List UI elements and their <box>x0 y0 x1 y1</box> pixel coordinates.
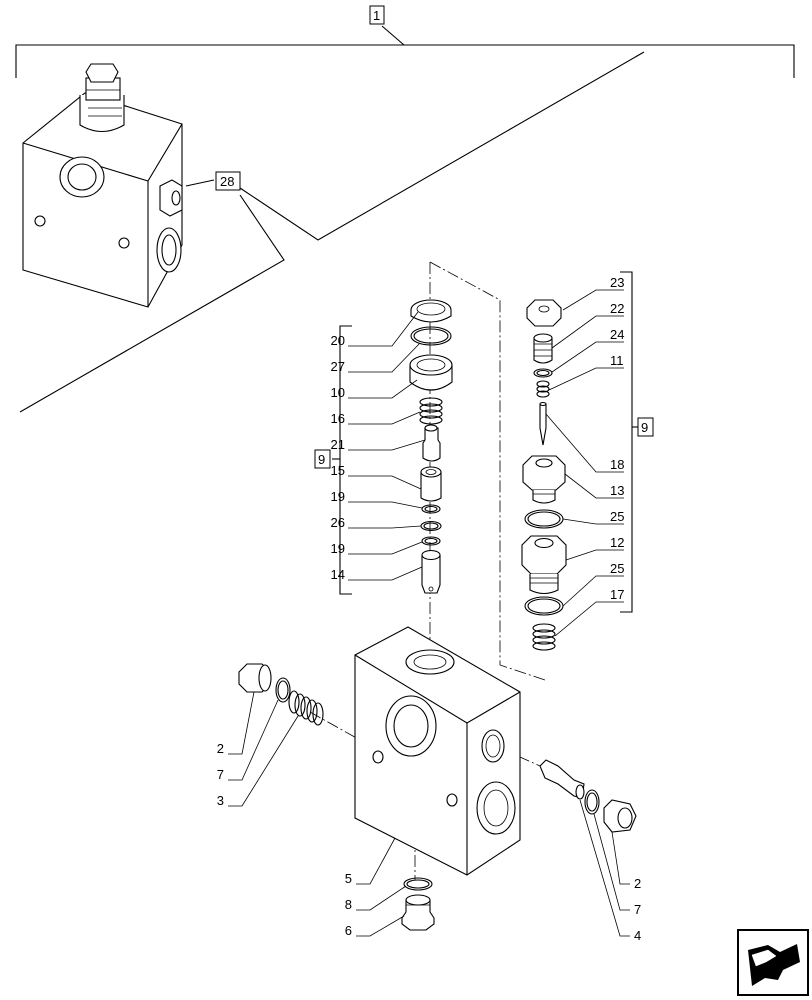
left-kit-bracket <box>332 325 352 595</box>
svg-text:9: 9 <box>641 420 648 435</box>
callout-5[interactable]: 5 <box>345 871 352 886</box>
part-25-o-ring-upper <box>524 509 564 529</box>
next-page-arrow-icon[interactable] <box>737 929 809 996</box>
callout-2-right[interactable]: 2 <box>634 876 641 891</box>
part-7-o-ring-right <box>584 789 600 815</box>
part-3-spring <box>288 690 324 726</box>
part-11-spring <box>536 380 550 398</box>
callout-25-lower[interactable]: 25 <box>610 561 624 576</box>
callout-24[interactable]: 24 <box>610 327 624 342</box>
part-19-ring-lower <box>421 536 441 546</box>
callout-25-upper[interactable]: 25 <box>610 509 624 524</box>
right-kit-ref-box[interactable]: 9 <box>637 417 654 437</box>
part-14-poppet <box>421 549 441 594</box>
callout-7-left[interactable]: 7 <box>217 767 224 782</box>
callout-leaders <box>228 289 630 937</box>
part-12-fitting <box>521 535 567 595</box>
callout-18[interactable]: 18 <box>610 457 624 472</box>
callout-labels: 20 27 10 16 21 15 19 26 19 14 23 22 24 1… <box>217 275 641 943</box>
part-15-bushing <box>420 466 442 502</box>
part-22-screw <box>533 333 553 364</box>
part-27-o-ring <box>410 326 452 346</box>
callout-27[interactable]: 27 <box>331 359 345 374</box>
callout-12[interactable]: 12 <box>610 535 624 550</box>
part-26-ring <box>420 520 442 532</box>
callout-15[interactable]: 15 <box>331 463 345 478</box>
part-25-o-ring-lower <box>524 596 564 616</box>
part-13-fitting <box>522 455 566 504</box>
assembly-ref-box[interactable]: 1 <box>369 5 385 25</box>
callout-22[interactable]: 22 <box>610 301 624 316</box>
part-23-nut <box>526 299 562 327</box>
part-5-valve-body <box>354 626 521 876</box>
part-6-plug-bottom <box>401 894 435 931</box>
part-24-o-ring <box>533 368 553 378</box>
part-16-spring <box>419 397 443 425</box>
callout-4[interactable]: 4 <box>634 928 641 943</box>
callout-8[interactable]: 8 <box>345 897 352 912</box>
callout-20[interactable]: 20 <box>331 333 345 348</box>
callout-6[interactable]: 6 <box>345 923 352 938</box>
svg-text:1: 1 <box>373 8 380 23</box>
callout-21[interactable]: 21 <box>331 437 345 452</box>
callout-13[interactable]: 13 <box>610 483 624 498</box>
part-19-ring-upper <box>421 504 441 514</box>
part-8-o-ring-bottom <box>403 877 433 891</box>
part-10-sleeve <box>409 354 453 391</box>
sub-ref-box[interactable]: 28 <box>215 171 241 191</box>
callout-16[interactable]: 16 <box>331 411 345 426</box>
assembly-bracket <box>15 25 795 78</box>
callout-26[interactable]: 26 <box>331 515 345 530</box>
callout-23[interactable]: 23 <box>610 275 624 290</box>
callout-7-right[interactable]: 7 <box>634 902 641 917</box>
part-7-o-ring-left <box>275 677 291 703</box>
part-2-plug-right <box>603 799 637 833</box>
part-20-cap <box>410 299 452 323</box>
callout-11[interactable]: 11 <box>610 353 624 368</box>
callout-19-upper[interactable]: 19 <box>331 489 345 504</box>
sub-assembly-lines <box>19 51 645 413</box>
part-2-plug-left <box>238 663 272 693</box>
callout-2-left[interactable]: 2 <box>217 741 224 756</box>
svg-text:9: 9 <box>318 452 325 467</box>
callout-10[interactable]: 10 <box>331 385 345 400</box>
part-18-needle <box>539 401 547 446</box>
callout-3[interactable]: 3 <box>217 793 224 808</box>
left-kit-ref-box[interactable]: 9 <box>314 449 331 469</box>
part-21-pin <box>422 424 441 462</box>
callout-17[interactable]: 17 <box>610 587 624 602</box>
part-4-check-poppet <box>539 759 585 800</box>
svg-text:28: 28 <box>220 174 234 189</box>
part-17-spring <box>532 623 556 651</box>
callout-14[interactable]: 14 <box>331 567 345 582</box>
callout-19-lower[interactable]: 19 <box>331 541 345 556</box>
assembled-valve-view <box>22 63 183 308</box>
